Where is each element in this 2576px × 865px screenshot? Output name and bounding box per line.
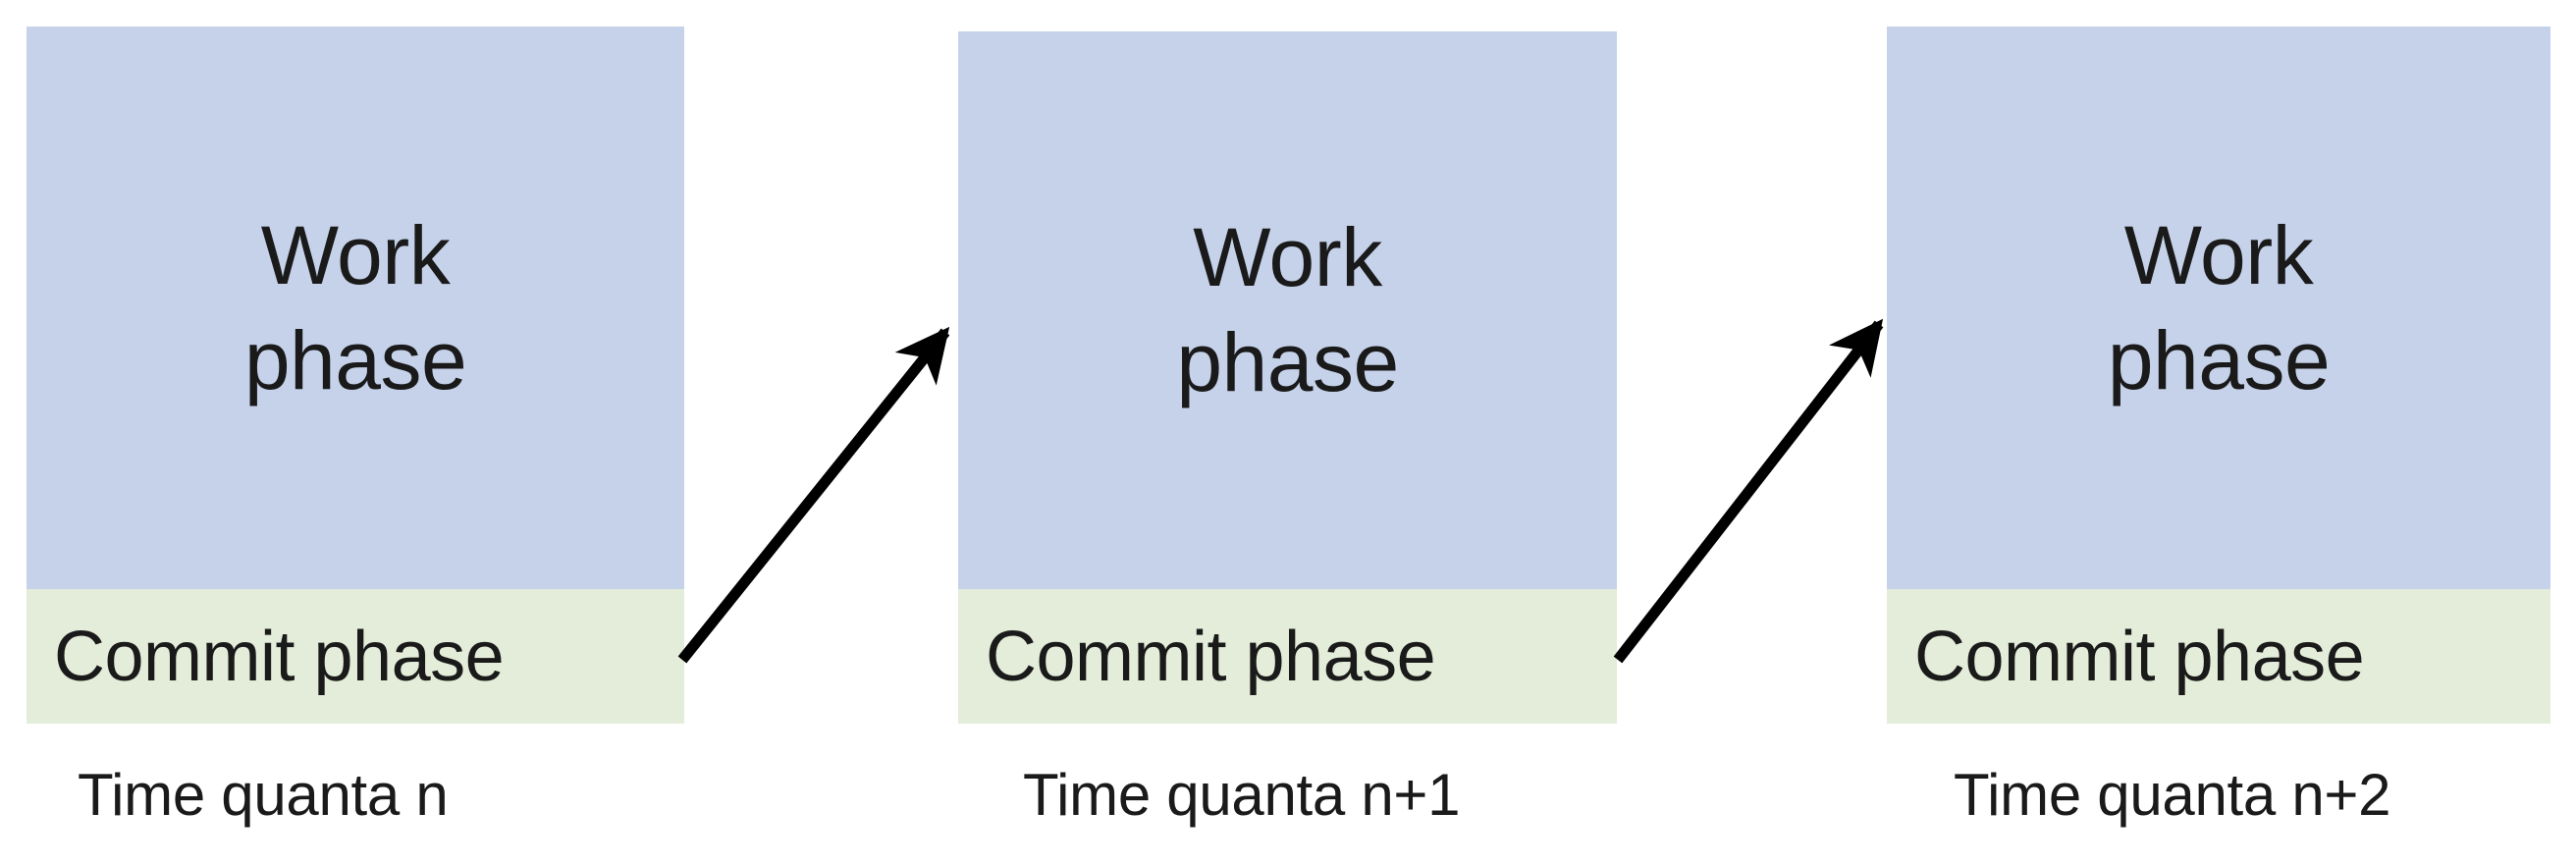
commit-phase-label: Commit phase [1914, 617, 2365, 696]
work-phase-label-line1: Work [2123, 208, 2314, 301]
work-phase-section-n-plus-1: Work phase [958, 31, 1617, 589]
work-phase-label-line2: phase [1176, 316, 1399, 408]
commit-phase-label: Commit phase [986, 617, 1436, 696]
work-phase-section-n-plus-2: Work phase [1887, 27, 2550, 589]
commit-phase-section-n-plus-2: Commit phase [1887, 589, 2550, 724]
arrow-commit-n-plus-1-to-work-n-plus-2 [1613, 318, 1884, 664]
commit-phase-label: Commit phase [54, 617, 505, 696]
work-phase-label-line2: phase [243, 313, 467, 406]
commit-phase-section-n: Commit phase [27, 589, 684, 724]
time-quanta-block-n-plus-2: Work phase Commit phase [1887, 27, 2550, 724]
work-phase-section-n: Work phase [27, 27, 684, 589]
work-phase-label-line2: phase [2107, 313, 2331, 406]
time-quanta-caption-n: Time quanta n [78, 762, 449, 828]
work-phase-label-line1: Work [260, 208, 451, 301]
time-quanta-block-n: Work phase Commit phase [27, 27, 684, 724]
time-quanta-caption-n-plus-2: Time quanta n+2 [1954, 762, 2391, 828]
commit-phase-section-n-plus-1: Commit phase [958, 589, 1617, 724]
work-phase-label-line1: Work [1193, 211, 1382, 304]
time-quanta-caption-n-plus-1: Time quanta n+1 [1023, 762, 1461, 828]
arrow-commit-n-to-work-n-plus-1 [677, 326, 950, 664]
time-quanta-block-n-plus-1: Work phase Commit phase [958, 31, 1617, 724]
